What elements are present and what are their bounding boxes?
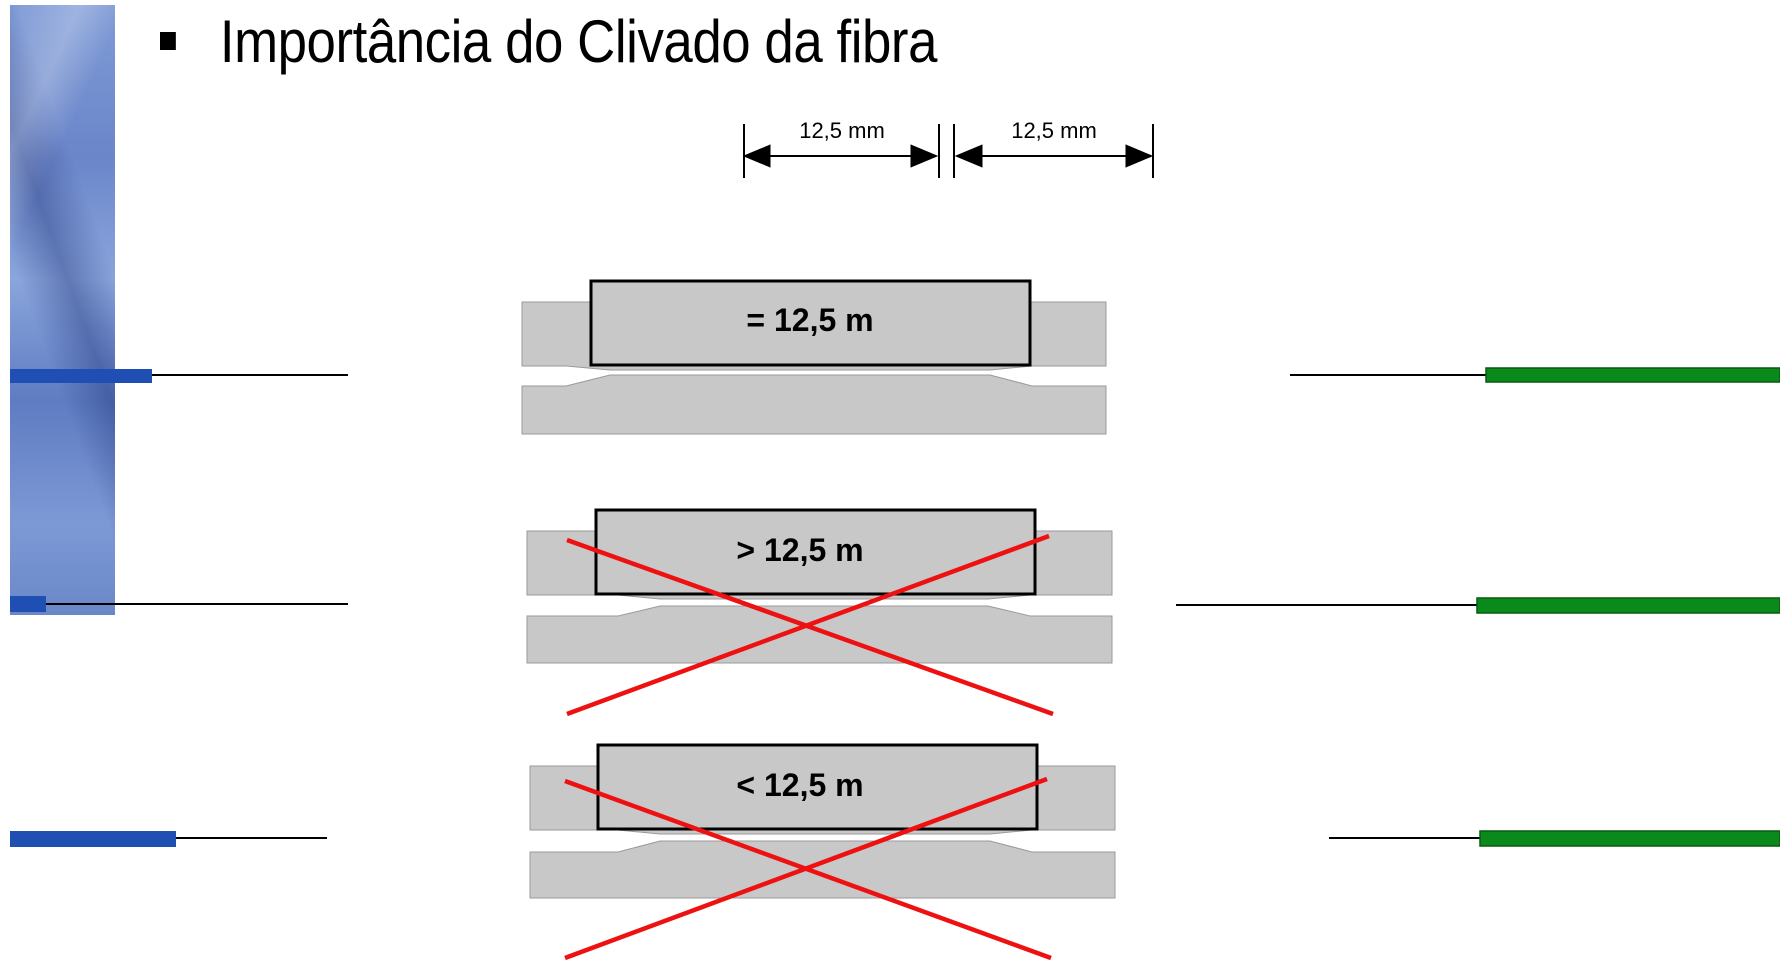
splice-label: = 12,5 m <box>746 302 873 338</box>
fiber-coating-left <box>10 831 176 847</box>
dimension-label-right: 12,5 mm <box>1011 118 1097 143</box>
splice-protector-box <box>589 279 1032 367</box>
dimension-label-left: 12,5 mm <box>799 118 885 143</box>
splice-row-3: < 12,5 m <box>10 743 1780 961</box>
dimension-markers: 12,5 mm 12,5 mm <box>742 118 1154 178</box>
slide-title: Importância do Clivado da fibra <box>160 6 937 76</box>
splice-row-1: = 12,5 m <box>10 279 1780 435</box>
holder-bottom <box>529 840 1116 899</box>
fiber-coating-left <box>10 596 46 612</box>
decorative-side-strip <box>10 5 115 615</box>
reject-mark-stroke-2 <box>566 533 1050 717</box>
splice-row-2: > 12,5 m <box>10 508 1780 717</box>
slide-title-text: Importância do Clivado da fibra <box>219 7 938 75</box>
splice-protector-box <box>596 743 1039 831</box>
reject-mark-stroke-2 <box>564 776 1048 961</box>
fiber-coating-right <box>1476 597 1780 614</box>
splice-label: > 12,5 m <box>736 532 863 568</box>
square-bullet-icon <box>160 32 176 50</box>
fiber-coating-right <box>1479 830 1780 847</box>
fiber-coating-left <box>10 369 152 383</box>
holder-bottom <box>526 605 1113 664</box>
holder-bottom <box>521 374 1107 435</box>
fiber-coating-right <box>1485 367 1780 383</box>
reject-mark-stroke-1 <box>566 537 1054 717</box>
splice-label: < 12,5 m <box>736 767 863 803</box>
